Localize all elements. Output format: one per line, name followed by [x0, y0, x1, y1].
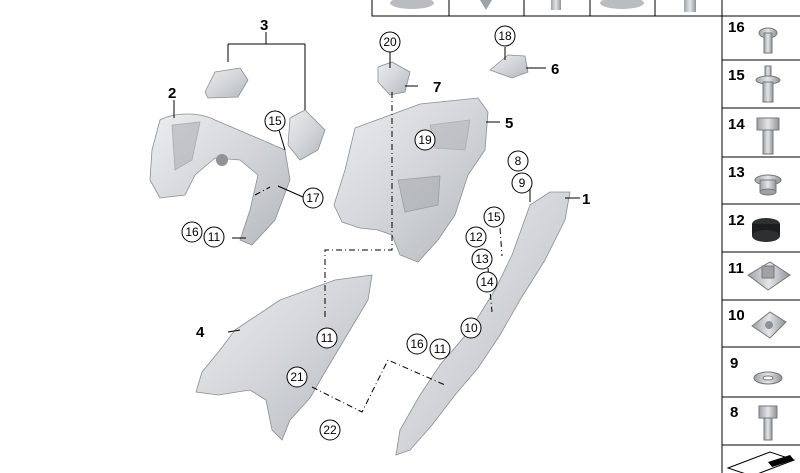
spring-clip-10-icon — [751, 311, 787, 339]
bolt-14-icon — [756, 117, 780, 155]
callout-18-text: 18 — [498, 29, 512, 43]
washer-9-icon — [753, 371, 783, 385]
side-num-16: 16 — [728, 19, 745, 36]
callout-9: 9 — [511, 172, 533, 194]
callout-14: 14 — [476, 271, 498, 293]
label-1: 1 — [582, 191, 590, 208]
part-6-bracket — [489, 54, 529, 79]
side-num-14: 14 — [728, 116, 745, 133]
callout-10: 10 — [460, 317, 482, 339]
callout-22-text: 22 — [323, 423, 337, 437]
label-6: 6 — [551, 61, 559, 78]
side-num-9: 9 — [730, 355, 738, 372]
callout-18: 18 — [494, 25, 516, 47]
callout-11b: 11 — [316, 327, 338, 349]
rivet-15-icon — [755, 65, 781, 103]
label-7: 7 — [433, 79, 441, 96]
part-2-side-panel — [149, 113, 291, 246]
callout-15a-text: 15 — [268, 114, 282, 128]
leader-lines — [173, 32, 580, 333]
callout-15a: 15 — [264, 110, 286, 132]
part-3-grilles — [204, 67, 326, 161]
callout-10-text: 10 — [464, 321, 478, 335]
rubber-grommet-12-icon — [752, 218, 780, 242]
part-4-lower-cover — [195, 274, 373, 441]
screw-16-icon — [758, 27, 778, 54]
callout-16a: 16 — [181, 221, 203, 243]
callout-9-text: 9 — [519, 176, 526, 190]
clip-nut-11-icon — [747, 261, 791, 291]
callout-11c-text: 11 — [434, 342, 447, 356]
side-num-11: 11 — [728, 260, 744, 277]
wedge-symbol-icon — [726, 451, 796, 473]
label-2: 2 — [168, 85, 176, 102]
callout-11a-text: 11 — [208, 230, 221, 244]
grommet-13-icon — [754, 174, 782, 196]
callout-21-text: 21 — [290, 370, 304, 384]
side-num-13: 13 — [728, 164, 745, 181]
callout-15b-text: 15 — [487, 210, 501, 224]
side-num-15: 15 — [728, 67, 745, 84]
callout-8-text: 8 — [515, 154, 522, 168]
callout-20: 20 — [379, 31, 401, 53]
top-strip-table — [371, 0, 723, 17]
callout-17: 17 — [302, 187, 324, 209]
side-num-12: 12 — [728, 212, 745, 229]
callout-19: 19 — [414, 129, 436, 151]
callout-22: 22 — [319, 419, 341, 441]
callout-13: 13 — [471, 248, 493, 270]
callout-12: 12 — [465, 226, 487, 248]
callout-11c: 11 — [429, 338, 451, 360]
callout-16b-text: 16 — [410, 337, 424, 351]
callout-16a-text: 16 — [185, 225, 199, 239]
side-num-8: 8 — [730, 404, 738, 421]
part-7-bracket — [377, 61, 411, 96]
label-3: 3 — [260, 17, 268, 34]
side-num-10: 10 — [728, 307, 745, 324]
callout-13-text: 13 — [475, 252, 489, 266]
callout-8: 8 — [507, 150, 529, 172]
callout-14-text: 14 — [480, 275, 494, 289]
callout-11b-text: 11 — [321, 331, 334, 345]
callout-17-text: 17 — [306, 191, 320, 205]
callout-11a: 11 — [203, 226, 225, 248]
fastener-panel: 16 15 14 13 12 11 10 9 8 — [721, 0, 800, 473]
label-4: 4 — [196, 324, 205, 341]
callout-20-text: 20 — [383, 35, 397, 49]
callout-15b: 15 — [483, 206, 505, 228]
callout-16b: 16 — [406, 333, 428, 355]
callout-12-text: 12 — [469, 230, 483, 244]
label-5: 5 — [505, 115, 513, 132]
callout-21: 21 — [286, 366, 308, 388]
part-5-rear-frame — [333, 97, 489, 263]
callout-19-text: 19 — [418, 133, 432, 147]
bolt-8-icon — [758, 405, 778, 441]
